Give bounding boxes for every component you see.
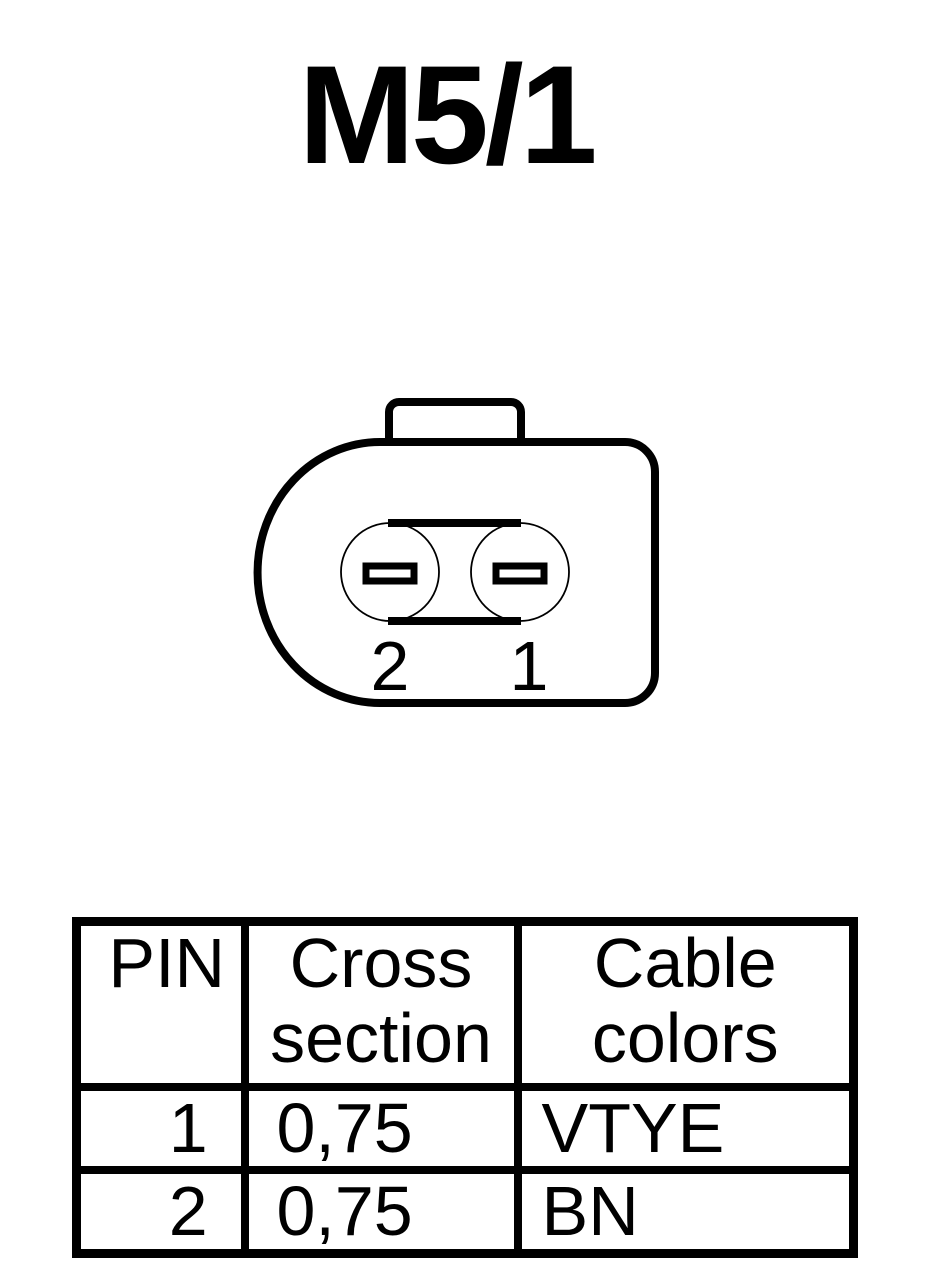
col-header-cross-section: Cross section xyxy=(240,917,522,1091)
pin-number-cell: 2 xyxy=(72,1166,249,1258)
cross-section-cell: 0,75 xyxy=(240,1166,522,1258)
connector-tab xyxy=(385,398,525,446)
cable-colors-cell: BN xyxy=(513,1166,858,1258)
cross-section-cell: 0,75 xyxy=(240,1083,522,1174)
cable-colors-cell: VTYE xyxy=(513,1083,858,1174)
col-header-cable-colors: Cable colors xyxy=(513,917,858,1091)
table-row-pin-2: 2 0,75 BN xyxy=(72,1166,858,1258)
pin-2-terminal-slot xyxy=(362,562,418,585)
page-title: M5/1 xyxy=(298,36,597,193)
connector-diagram: 2 1 xyxy=(253,398,659,707)
pin-table-header: PIN Cross section Cable colors xyxy=(72,917,858,1091)
table-row-pin-1: 1 0,75 VTYE xyxy=(72,1083,858,1174)
pin-table-body: 1 0,75 VTYE 2 0,75 BN xyxy=(72,1083,858,1258)
pin-1-label: 1 xyxy=(510,627,549,705)
pin-number-cell: 1 xyxy=(72,1083,249,1174)
pin-2-label: 2 xyxy=(371,627,410,705)
header-row: PIN Cross section Cable colors xyxy=(72,917,858,1091)
pin-table: PIN Cross section Cable colors 1 0,75 VT… xyxy=(72,917,858,1258)
col-header-pin: PIN xyxy=(72,917,249,1091)
pin-2-cavity-circle xyxy=(340,522,440,622)
pin-1-cavity-circle xyxy=(470,522,570,622)
pin-1-terminal-slot xyxy=(492,562,548,585)
connector-body xyxy=(253,438,659,707)
